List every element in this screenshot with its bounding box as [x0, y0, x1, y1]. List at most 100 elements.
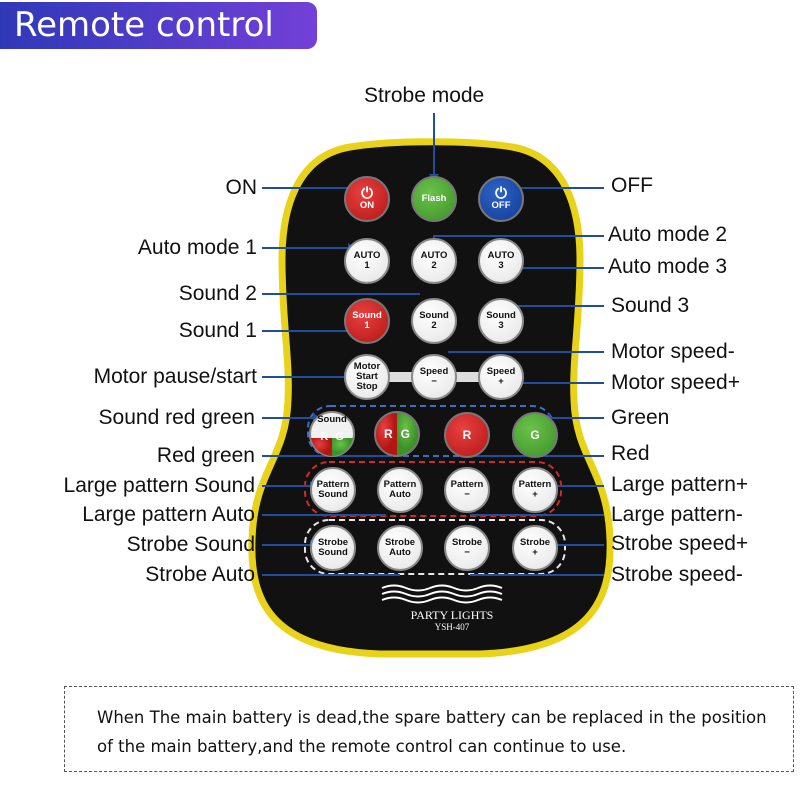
strobe-auto-label: Strobe [384, 537, 416, 548]
label-sound-3: Sound 3 [611, 294, 690, 317]
auto-2-button[interactable]: AUTO 2 [411, 238, 457, 284]
pattern-auto-label: Pattern [383, 479, 417, 490]
motor-start-stop-button[interactable]: Motor Start Stop [344, 354, 390, 400]
motor-speed-minus-button[interactable]: Speed − [411, 354, 457, 400]
label-strobe-mode: Strobe mode [364, 84, 485, 107]
power-icon: ⏻ [361, 185, 373, 202]
flash-button-label: Flash [421, 193, 447, 204]
sound-3-button[interactable]: Sound 3 [478, 298, 524, 344]
label-large-pattern-plus: Large pattern+ [611, 473, 749, 496]
label-red: Red [611, 442, 650, 465]
auto-3-number: 3 [498, 260, 504, 271]
label-sound-red-green: Sound red green [98, 406, 255, 429]
motor-start-label: Start [356, 371, 378, 382]
sound-2-button[interactable]: Sound 2 [411, 298, 457, 344]
sound-3-number: 3 [498, 320, 504, 331]
label-large-pattern-sound: Large pattern Sound [63, 474, 255, 497]
green-letter: G [530, 428, 540, 442]
sound-3-label: Sound [486, 310, 516, 321]
label-off: OFF [611, 174, 653, 197]
pattern-auto-button[interactable]: Pattern Auto [377, 467, 423, 513]
label-strobe-speed-plus: Strobe speed+ [611, 532, 749, 555]
sound-1-button[interactable]: Sound 1 [344, 298, 390, 344]
auto-2-number: 2 [431, 260, 437, 271]
on-button-label: ON [359, 200, 375, 211]
green-button[interactable]: G [512, 412, 558, 458]
label-auto-mode-3: Auto mode 3 [608, 255, 728, 278]
minus-icon: − [464, 489, 470, 500]
red-letter: R [462, 428, 472, 442]
strobe-minus-button[interactable]: Strobe − [444, 525, 490, 571]
label-auto-mode-2: Auto mode 2 [608, 223, 728, 246]
motor-speed-plus-button[interactable]: Speed + [478, 354, 524, 400]
page-title: Remote control [14, 5, 274, 45]
label-motor-speed-plus: Motor speed+ [611, 371, 740, 394]
label-strobe-sound: Strobe Sound [126, 533, 255, 556]
flash-button[interactable]: Flash [411, 176, 457, 222]
red-green-hit[interactable]: R G [375, 412, 419, 456]
pattern-minus-button[interactable]: Pattern − [444, 467, 490, 513]
strobe-minus-label: Strobe [451, 537, 483, 548]
auto-2-label: AUTO [420, 250, 448, 261]
sound-1-label: Sound [352, 310, 382, 321]
motor-stop-label: Stop [356, 381, 378, 392]
strobe-sound-sub: Sound [318, 547, 348, 558]
pattern-auto-sub: Auto [389, 489, 411, 500]
sound-red-green-hit[interactable]: Sound R G [310, 412, 354, 456]
sound-rg-g-letter: G [335, 431, 344, 443]
label-sound-2: Sound 2 [178, 282, 257, 305]
minus-icon: − [464, 547, 470, 558]
speed-plus-label: Speed [486, 366, 516, 377]
pattern-sound-sub: Sound [318, 489, 348, 500]
rg-g-letter: G [400, 427, 410, 441]
off-button[interactable]: ⏻ OFF [478, 176, 524, 222]
strobe-auto-button[interactable]: Strobe Auto [377, 525, 423, 571]
auto-3-button[interactable]: AUTO 3 [478, 238, 524, 284]
battery-note-text: When The main battery is dead,the spare … [97, 708, 767, 756]
label-on: ON [225, 176, 258, 199]
sound-red-green-button [309, 411, 355, 457]
auto-3-label: AUTO [487, 250, 515, 261]
plus-icon: + [532, 547, 538, 558]
label-sound-1: Sound 1 [178, 319, 257, 342]
sound-2-number: 2 [431, 320, 437, 331]
pattern-plus-label: Pattern [518, 479, 552, 490]
label-green: Green [611, 406, 670, 429]
label-large-pattern-minus: Large pattern- [611, 503, 743, 526]
red-green-button [374, 411, 420, 457]
wave-decoration [381, 584, 503, 604]
title-badge: Remote control [0, 2, 317, 49]
sound-rg-r-letter: R [320, 431, 329, 443]
red-button[interactable]: R [444, 412, 490, 458]
auto-1-label: AUTO [353, 250, 381, 261]
label-auto-mode-1: Auto mode 1 [137, 236, 257, 259]
speed-minus-label: Speed [419, 366, 449, 377]
plus-icon: + [532, 489, 538, 500]
label-motor-speed-minus: Motor speed- [611, 340, 735, 363]
strobe-sound-button[interactable]: Strobe Sound [310, 525, 356, 571]
label-red-green: Red green [156, 444, 255, 467]
strobe-plus-label: Strobe [519, 537, 551, 548]
label-large-pattern-auto: Large pattern Auto [82, 503, 255, 526]
motor-label: Motor [353, 361, 381, 372]
pattern-minus-label: Pattern [450, 479, 484, 490]
pattern-sound-label: Pattern [316, 479, 350, 490]
label-strobe-auto: Strobe Auto [145, 563, 255, 586]
auto-1-button[interactable]: AUTO 1 [344, 238, 390, 284]
sound-rg-label: Sound [317, 414, 347, 425]
brand-text: PARTY LIGHTS [410, 608, 494, 622]
strobe-auto-sub: Auto [389, 547, 411, 558]
plus-icon: + [498, 376, 504, 387]
battery-note-box: When The main battery is dead,the spare … [64, 686, 794, 772]
label-motor-pause-start: Motor pause/start [93, 365, 257, 388]
sound-2-label: Sound [419, 310, 449, 321]
strobe-plus-button[interactable]: Strobe + [512, 525, 558, 571]
label-strobe-speed-minus: Strobe speed- [611, 563, 743, 586]
color-group-border [307, 405, 555, 457]
on-button[interactable]: ⏻ ON [344, 176, 390, 222]
pattern-plus-button[interactable]: Pattern + [512, 467, 558, 513]
pointer-auto-2 [433, 235, 604, 238]
pattern-sound-button[interactable]: Pattern Sound [310, 467, 356, 513]
model-text: YSH-407 [434, 622, 470, 632]
